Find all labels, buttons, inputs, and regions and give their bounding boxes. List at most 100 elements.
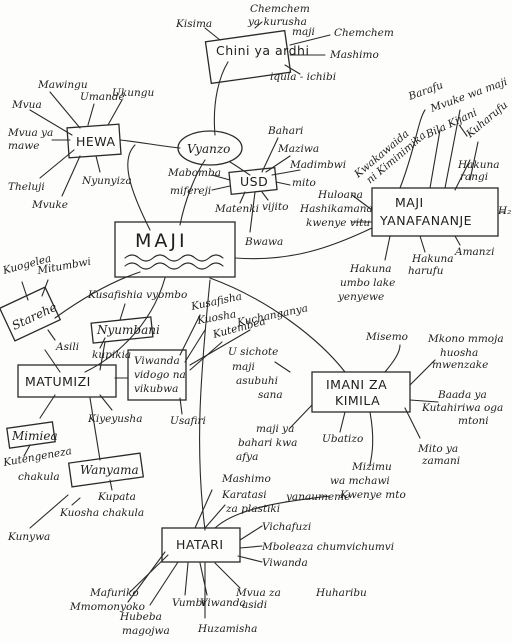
label-amanzi: Amanzi bbox=[454, 246, 494, 258]
label-baada-1: Baada ya bbox=[437, 389, 487, 401]
line-kwakawaida bbox=[399, 109, 426, 189]
branch-usd: USD bbox=[228, 166, 278, 196]
line-maji-hatari bbox=[199, 279, 211, 531]
line-kuosha-chakula bbox=[71, 497, 81, 506]
line-mboleaza bbox=[239, 545, 263, 549]
hatari-label: HATARI bbox=[176, 537, 224, 552]
label-mvua-asidi-1: Mvua za bbox=[235, 587, 281, 599]
label-ubatizo: Ubatizo bbox=[322, 433, 363, 445]
branch-mimea: Mimiea bbox=[6, 421, 58, 449]
line-nyunyiza bbox=[95, 155, 101, 173]
wanyama-box bbox=[67, 452, 145, 488]
connector-lines bbox=[21, 21, 506, 619]
label-mmomonyoko: Mmomonyoko bbox=[69, 601, 145, 613]
line-vumbi bbox=[184, 562, 189, 596]
label-chemchem-kurusha-1: Chemchem bbox=[250, 3, 310, 15]
branch-starehe: Starehe bbox=[0, 286, 62, 342]
line-mvua bbox=[29, 109, 73, 136]
line-maji-starehe bbox=[54, 271, 141, 319]
line-bwawa bbox=[249, 191, 256, 233]
label-mvua: Mvua bbox=[11, 99, 42, 111]
label-chemchem-kurusha-3: maji bbox=[292, 26, 315, 38]
wave-icon-2 bbox=[124, 262, 224, 270]
label-mkono-2: huosha bbox=[440, 347, 478, 359]
line-madimbwi bbox=[271, 169, 301, 176]
line-vyanzo-usd bbox=[229, 161, 251, 176]
line-kisima bbox=[204, 27, 221, 41]
line-matenki bbox=[239, 191, 246, 204]
hewa-label: HEWA bbox=[76, 134, 116, 149]
imani-line1: IMANI ZA bbox=[326, 377, 387, 392]
line-karatasi bbox=[204, 504, 226, 529]
label-usafiri: Usafiri bbox=[170, 415, 206, 427]
line-kutengeneza bbox=[23, 444, 31, 457]
label-nyunyiza: Nyunyiza bbox=[81, 175, 132, 187]
label-hakuna-harufu-2: harufu bbox=[408, 265, 444, 277]
line-mabomba bbox=[211, 174, 231, 181]
label-mifereji: mifereji bbox=[170, 185, 211, 197]
chini-ya-ardhi-box bbox=[204, 29, 292, 85]
usd-label: USD bbox=[240, 174, 268, 189]
line-kunywa bbox=[29, 494, 69, 529]
yanafanane-box bbox=[371, 187, 499, 237]
line-viwanda2 bbox=[199, 562, 208, 596]
label-huharibu: Huharibu bbox=[315, 587, 367, 599]
label-bwawa: Bwawa bbox=[244, 236, 283, 248]
line-bahari bbox=[261, 137, 279, 173]
label-kutengeneza-2: chakula bbox=[18, 471, 60, 483]
branch-matumizi: MATUMIZI bbox=[17, 364, 117, 398]
branch-hatari: HATARI bbox=[161, 527, 241, 563]
line-mito bbox=[275, 181, 291, 186]
branch-nyumbani: Nyumbani bbox=[90, 316, 160, 344]
label-mawingu: Mawingu bbox=[37, 79, 88, 91]
line-usichote bbox=[274, 361, 291, 373]
line-maziwa bbox=[265, 155, 291, 173]
label-kutengeneza-1: Kutengeneza bbox=[1, 445, 72, 469]
label-usichote-2: maji bbox=[232, 361, 255, 373]
label-ukungu: Ukungu bbox=[112, 87, 154, 99]
label-hakuna-umbo-1: Hakuna bbox=[349, 263, 392, 275]
line-maji-yanafanane bbox=[234, 227, 373, 260]
label-mvuke: Mvuke bbox=[31, 199, 68, 211]
branch-hewa: HEWA bbox=[66, 123, 122, 159]
label-karatasi-1: Karatasi bbox=[221, 489, 267, 501]
label-chemchem: Chemchem bbox=[334, 27, 394, 39]
label-kuosha-chakula: Kuosha chakula bbox=[59, 507, 144, 519]
label-kusafishia: Kusafishia vyombo bbox=[87, 289, 187, 301]
mimea-label: Mimiea bbox=[11, 429, 58, 443]
wanyama-label: Wanyama bbox=[80, 463, 139, 477]
label-mito-zamani-1: Mito ya bbox=[417, 443, 458, 455]
hewa-box bbox=[66, 123, 122, 159]
chini-ya-ardhi-label: Chini ya ardhi bbox=[216, 43, 309, 58]
label-chemchem-kurusha-2: ya kurusha bbox=[247, 16, 307, 28]
line-matumizi-starehe bbox=[44, 349, 61, 373]
label-viwanda-h: Viwanda bbox=[262, 557, 308, 569]
label-usichote-4: sana bbox=[258, 389, 283, 401]
line-vichafuzi bbox=[239, 525, 263, 541]
label-vumbi: Vumbi bbox=[172, 597, 206, 609]
viwanda-box bbox=[127, 349, 187, 401]
line-kuogelea bbox=[21, 281, 29, 301]
line-maji-bahari bbox=[289, 404, 313, 429]
line-mvua-asidi bbox=[214, 562, 241, 589]
line-kusafishia bbox=[119, 303, 126, 321]
label-hubeba-2: magojwa bbox=[122, 625, 170, 637]
label-hashikamana: Hashikamana bbox=[299, 203, 373, 215]
label-mvua-asidi-2: asidi bbox=[242, 599, 267, 611]
line-mizimu bbox=[369, 411, 374, 466]
viwanda-line1: Viwanda bbox=[134, 355, 180, 367]
label-baada-2: Kutahiriwa oga bbox=[421, 402, 503, 414]
line-yanaumeme bbox=[214, 495, 331, 529]
label-hakuna-rangi-1: Hakuna bbox=[457, 159, 500, 171]
line-vijito bbox=[261, 191, 269, 201]
starehe-label: Starehe bbox=[10, 300, 59, 333]
label-madimbwi: Madimbwi bbox=[289, 159, 346, 171]
center-node: MAJI bbox=[114, 221, 236, 278]
label-mizimu-3: Kwenye mto bbox=[339, 489, 406, 501]
yanafanane-line1: MAJI bbox=[395, 195, 424, 210]
label-umande: Umande bbox=[80, 91, 125, 103]
label-mashimo-h: Mashimo bbox=[221, 473, 271, 485]
line-maji-hewa bbox=[127, 144, 151, 231]
